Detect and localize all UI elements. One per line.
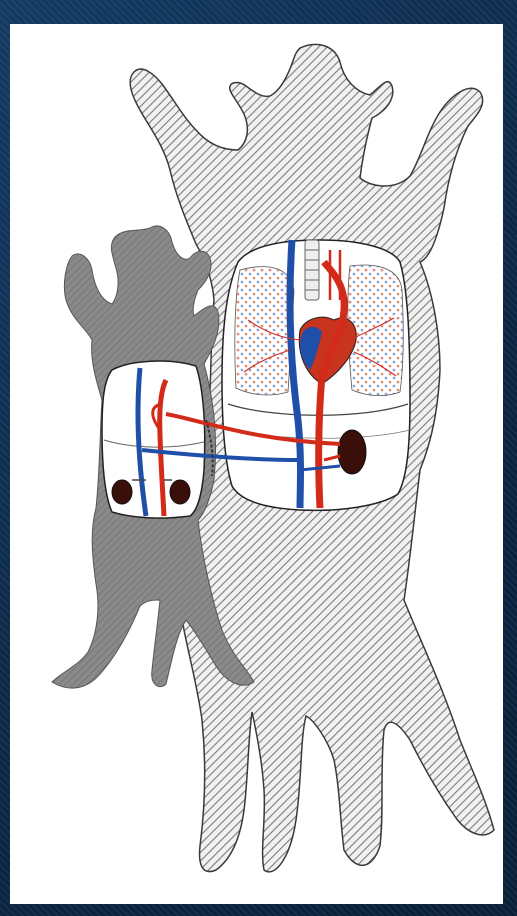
trachea <box>305 240 319 300</box>
large-kidney <box>338 430 366 474</box>
large-animal-open-cavity <box>222 240 410 510</box>
left-lung <box>235 267 294 395</box>
small-kidney-right <box>170 480 190 504</box>
small-kidney-left <box>112 480 132 504</box>
small-animal-open-cavity <box>102 361 205 518</box>
